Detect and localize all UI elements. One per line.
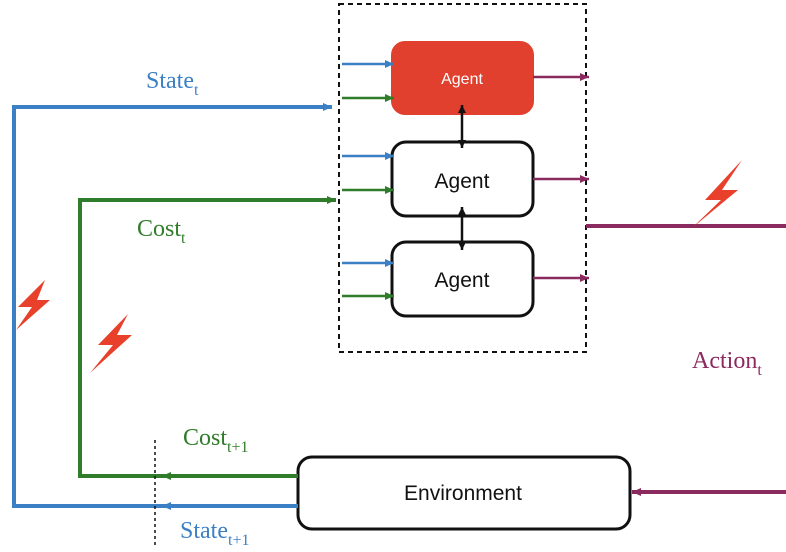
environment-node: Environment [296, 455, 632, 531]
lightning-bolt-icon [16, 280, 50, 330]
lightning-bolt-icon [692, 160, 742, 228]
state-t-label: Statet [146, 68, 199, 99]
agent-node-2: Agent [390, 140, 535, 218]
state-t1-label: Statet+1 [180, 518, 249, 549]
agent-node-1: Agent [391, 41, 534, 115]
lightning-bolt-icon [90, 314, 132, 373]
cost-t1-label: Costt+1 [183, 425, 248, 456]
state-feedback-loop [12, 103, 332, 508]
agent-outputs [533, 73, 589, 282]
action-t-label: Actiont [692, 348, 762, 379]
cost-t-label: Costt [137, 216, 186, 247]
agent-2-label: Agent [435, 170, 490, 193]
agent-node-3: Agent [390, 240, 535, 318]
environment-label: Environment [404, 482, 522, 505]
agent-inputs [342, 60, 394, 300]
agent-3-label: Agent [435, 269, 490, 292]
agent-1-label: Agent [441, 71, 483, 88]
